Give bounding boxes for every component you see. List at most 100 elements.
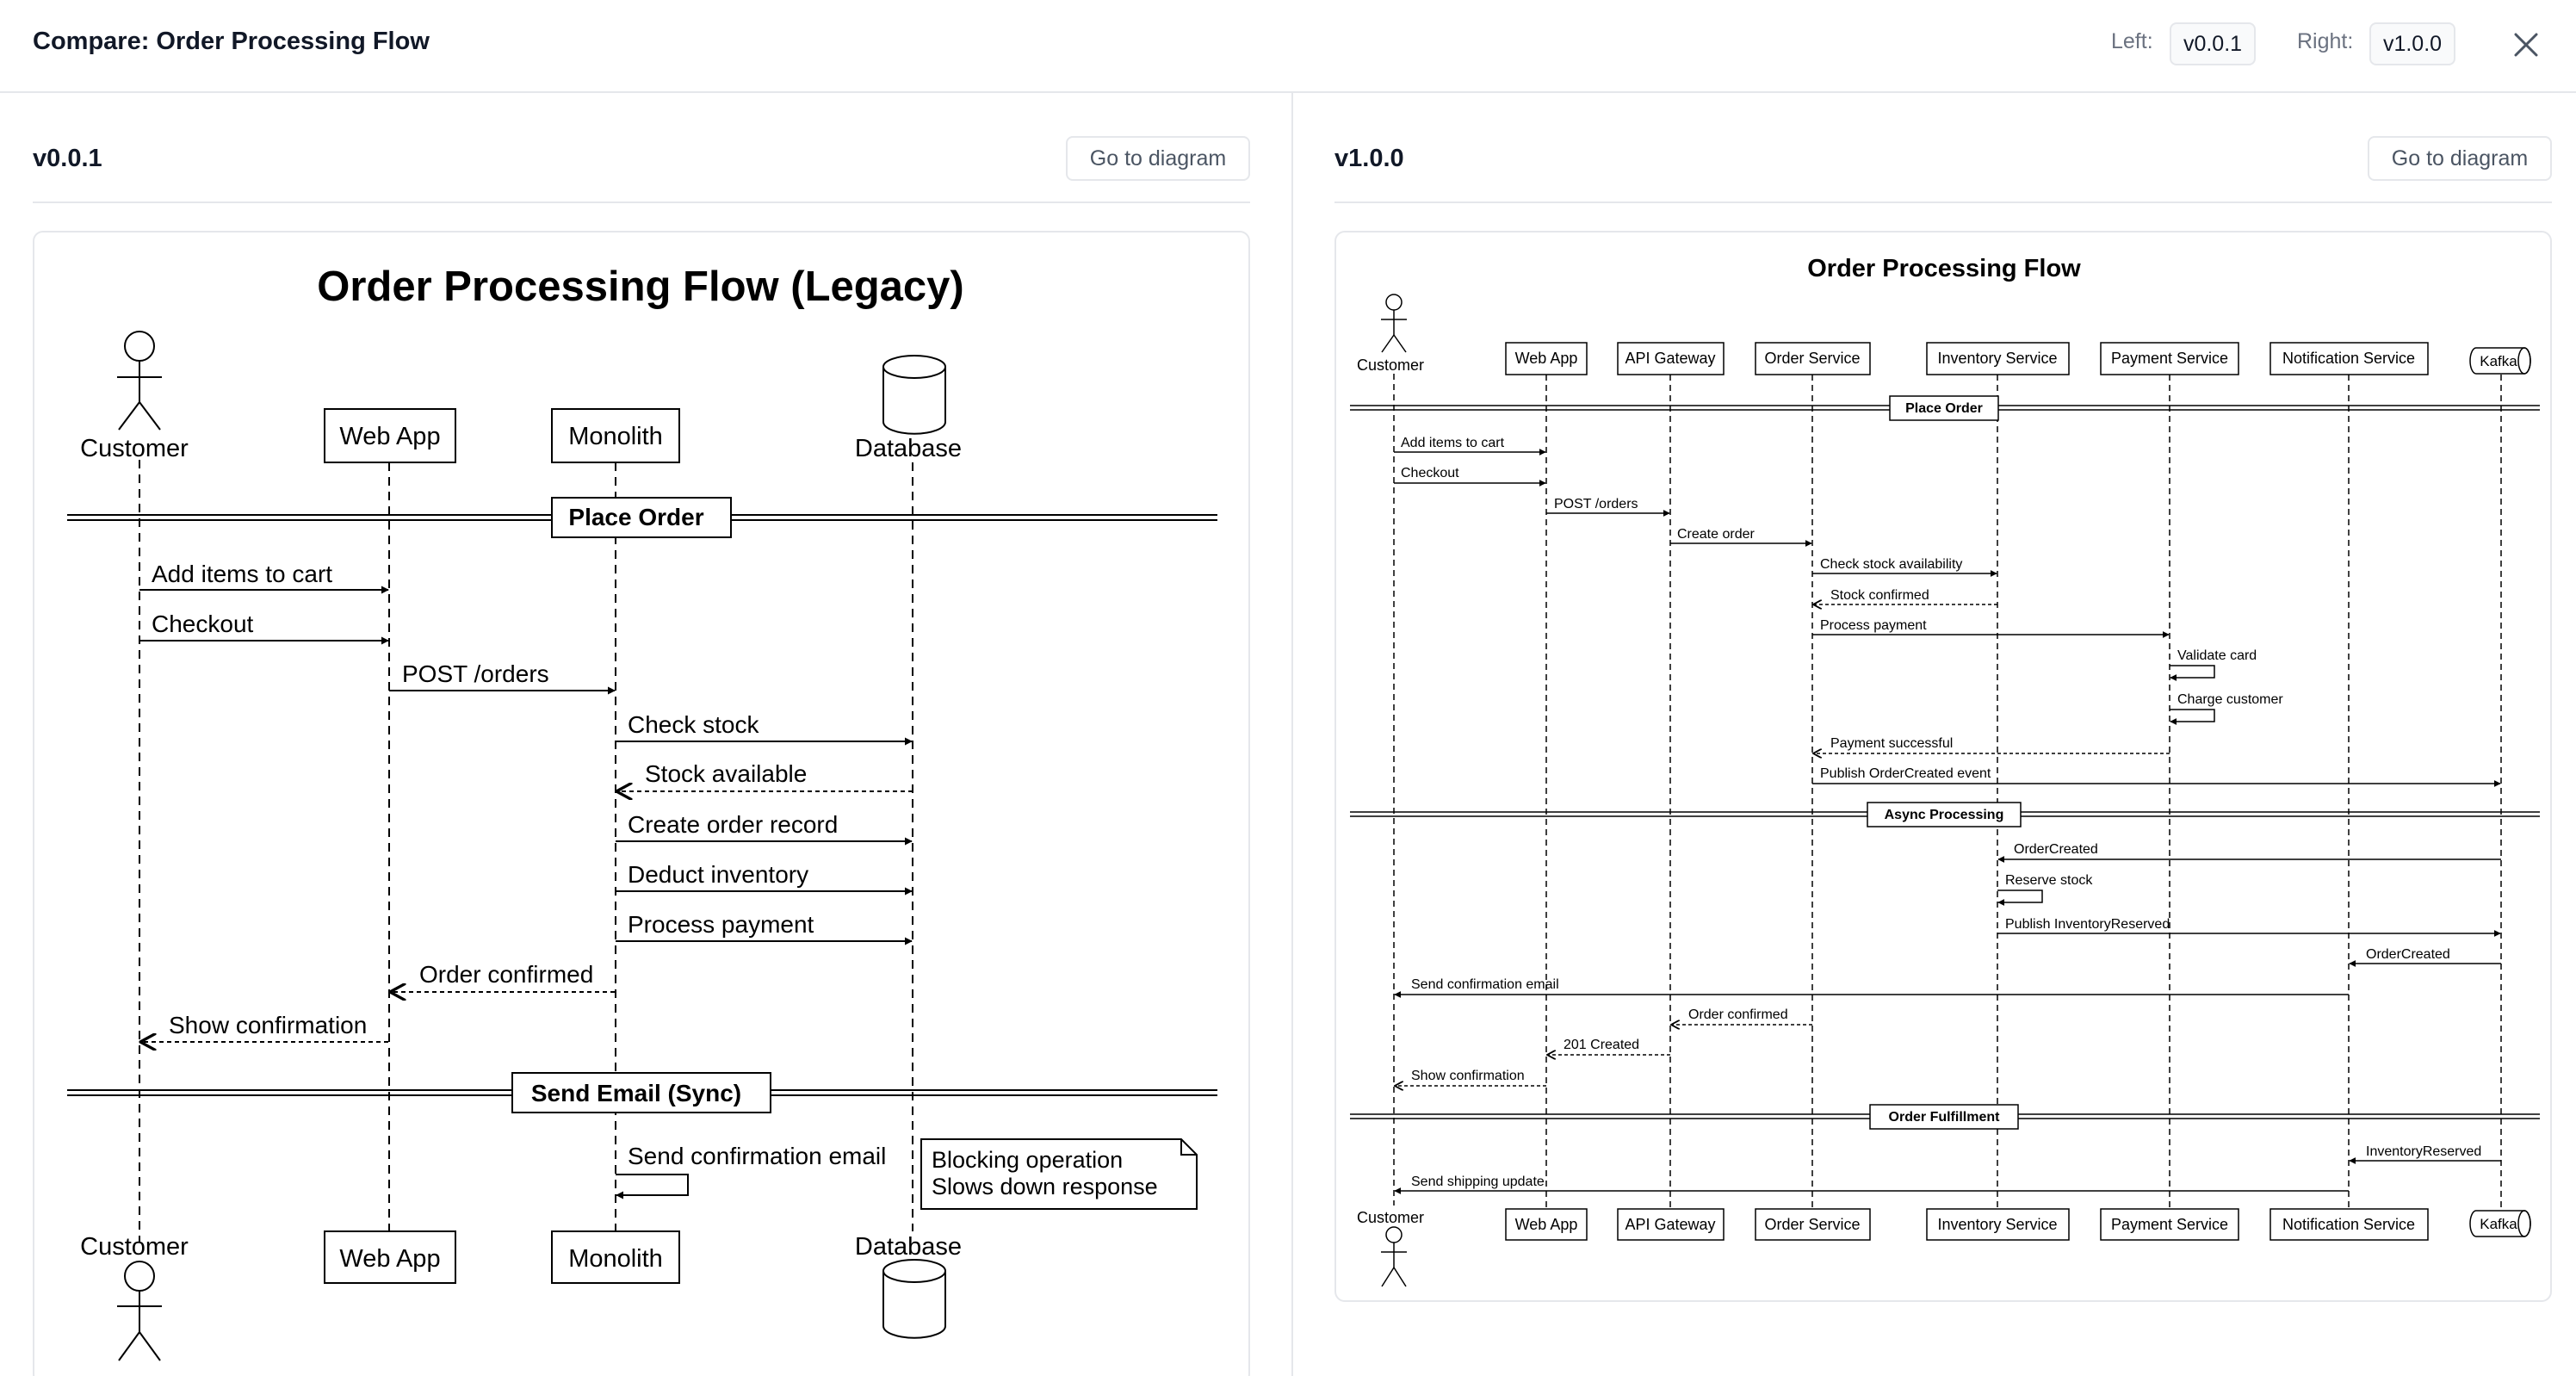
svg-text:Send confirmation email: Send confirmation email bbox=[628, 1143, 886, 1169]
message-add-items-to-cart: Add items to cart bbox=[139, 561, 389, 594]
participant-web-app-top: Web App bbox=[324, 408, 456, 463]
svg-text:Order Service: Order Service bbox=[1764, 1216, 1860, 1233]
svg-text:Customer: Customer bbox=[80, 1233, 189, 1261]
svg-text:Add items to cart: Add items to cart bbox=[1401, 436, 1505, 450]
left-panel-version: v0.0.1 bbox=[33, 145, 102, 172]
svg-text:201 Created: 201 Created bbox=[1564, 1038, 1639, 1052]
participant-web-app-bottom: Web App bbox=[1505, 1208, 1588, 1241]
svg-text:Inventory Service: Inventory Service bbox=[1937, 1216, 2057, 1233]
participant-web-app-bottom: Web App bbox=[324, 1230, 456, 1284]
message-checkout: Checkout bbox=[1394, 466, 1546, 487]
svg-text:Show confirmation: Show confirmation bbox=[169, 1012, 367, 1038]
right-version-select[interactable]: v1.0.0 bbox=[2369, 22, 2455, 65]
participant-web-app-top: Web App bbox=[1505, 342, 1588, 375]
svg-text:Process payment: Process payment bbox=[1820, 618, 1927, 633]
message-process-payment: Process payment bbox=[616, 911, 913, 945]
svg-text:Show confirmation: Show confirmation bbox=[1411, 1069, 1525, 1083]
participant-customer-bottom: Customer bbox=[80, 1233, 189, 1361]
svg-text:Blocking operation: Blocking operation bbox=[932, 1147, 1123, 1173]
message-send-confirmation-email: Send confirmation email bbox=[1394, 977, 2349, 998]
right-panel-version: v1.0.0 bbox=[1334, 145, 1404, 172]
close-button[interactable] bbox=[2507, 26, 2545, 64]
svg-text:Create order record: Create order record bbox=[628, 811, 838, 838]
svg-text:Process payment: Process payment bbox=[628, 911, 814, 938]
message-order-confirmed: Order confirmed bbox=[390, 961, 615, 992]
svg-text:Send confirmation email: Send confirmation email bbox=[1411, 977, 1559, 992]
participant-notification-service-top: Notification Service bbox=[2269, 342, 2429, 375]
right-diagram-card[interactable]: Order Processing Flow Customer Web App A… bbox=[1334, 231, 2552, 1302]
svg-text:OrderCreated: OrderCreated bbox=[2014, 842, 2098, 857]
svg-text:Web App: Web App bbox=[1515, 350, 1578, 367]
svg-text:Place Order: Place Order bbox=[1905, 401, 1983, 416]
participant-kafka-bottom: Kafka bbox=[2469, 1210, 2531, 1237]
svg-text:POST /orders: POST /orders bbox=[1554, 497, 1638, 511]
section-async-processing: Async Processing bbox=[1350, 802, 2540, 827]
participant-order-service-top: Order Service bbox=[1755, 342, 1871, 375]
svg-text:Add items to cart: Add items to cart bbox=[152, 561, 332, 587]
left-panel-header: v0.0.1 Go to diagram bbox=[33, 95, 1250, 203]
svg-text:Customer: Customer bbox=[80, 435, 189, 462]
message-publish-ordercreated-event: Publish OrderCreated event bbox=[1812, 766, 2501, 787]
svg-text:Kafka: Kafka bbox=[2480, 353, 2517, 369]
message-charge-customer: Charge customer bbox=[2170, 692, 2283, 725]
svg-text:Checkout: Checkout bbox=[152, 611, 254, 637]
left-version-select[interactable]: v0.0.1 bbox=[2170, 22, 2256, 65]
message-deduct-inventory: Deduct inventory bbox=[616, 861, 913, 896]
message-create-order-record: Create order record bbox=[616, 811, 913, 846]
svg-text:Monolith: Monolith bbox=[568, 1245, 663, 1273]
left-version-label: Left: bbox=[2111, 29, 2153, 53]
page-title: Compare: Order Processing Flow bbox=[33, 28, 430, 55]
participant-customer-bottom: Customer bbox=[1357, 1209, 1424, 1287]
participant-customer-top: Customer bbox=[1357, 294, 1424, 374]
svg-text:API Gateway: API Gateway bbox=[1625, 350, 1715, 367]
message-check-stock: Check stock bbox=[616, 711, 913, 746]
svg-text:Deduct inventory: Deduct inventory bbox=[628, 861, 808, 888]
svg-text:Check stock availability: Check stock availability bbox=[1820, 557, 1962, 572]
participant-customer-top: Customer bbox=[80, 331, 189, 462]
participant-database-bottom: Database bbox=[855, 1233, 962, 1339]
panel-divider bbox=[1291, 93, 1293, 1376]
message-check-stock-availability: Check stock availability bbox=[1812, 557, 1997, 577]
svg-text:Payment Service: Payment Service bbox=[2111, 1216, 2228, 1233]
message-post-orders: POST /orders bbox=[389, 660, 616, 695]
message-inventoryreserved: InventoryReserved bbox=[2349, 1144, 2501, 1164]
legacy-sequence-diagram: Order Processing Flow (Legacy) Customer … bbox=[67, 263, 1217, 1361]
message-post-orders: POST /orders bbox=[1546, 497, 1670, 517]
left-diagram-card[interactable]: Order Processing Flow (Legacy) Customer … bbox=[33, 231, 1250, 1376]
participant-payment-service-top: Payment Service bbox=[2100, 342, 2239, 375]
svg-text:Customer: Customer bbox=[1357, 356, 1424, 374]
svg-text:Order Fulfillment: Order Fulfillment bbox=[1889, 1110, 2001, 1125]
svg-text:Web App: Web App bbox=[339, 1245, 440, 1273]
message-stock-available: Stock available bbox=[616, 760, 913, 791]
svg-text:Check stock: Check stock bbox=[628, 711, 759, 738]
svg-text:POST /orders: POST /orders bbox=[402, 660, 549, 687]
right-go-to-diagram-button[interactable]: Go to diagram bbox=[2368, 136, 2552, 181]
compare-header: Compare: Order Processing Flow Left: v0.… bbox=[0, 0, 2576, 93]
svg-text:Database: Database bbox=[855, 1233, 962, 1261]
participant-monolith-top: Monolith bbox=[551, 408, 680, 463]
diagram-title: Order Processing Flow bbox=[1807, 255, 2081, 282]
svg-text:Monolith: Monolith bbox=[568, 423, 663, 450]
message-show-confirmation: Show confirmation bbox=[1395, 1069, 1546, 1086]
close-icon bbox=[2514, 33, 2538, 57]
note-blocking-operation: Blocking operation Slows down response bbox=[920, 1138, 1198, 1210]
svg-text:Order Service: Order Service bbox=[1764, 350, 1860, 367]
message-payment-successful: Payment successful bbox=[1813, 736, 2170, 753]
svg-text:Place Order: Place Order bbox=[568, 504, 703, 530]
diagram-title: Order Processing Flow (Legacy) bbox=[317, 263, 964, 310]
svg-text:Create order: Create order bbox=[1677, 527, 1755, 542]
message-add-items-to-cart: Add items to cart bbox=[1394, 436, 1546, 456]
svg-text:InventoryReserved: InventoryReserved bbox=[2366, 1144, 2481, 1159]
message-create-order: Create order bbox=[1670, 527, 1812, 547]
participant-database-top: Database bbox=[855, 355, 962, 462]
participant-order-service-bottom: Order Service bbox=[1755, 1208, 1871, 1241]
message-checkout: Checkout bbox=[139, 611, 389, 645]
section-place-order: Place Order bbox=[1350, 395, 2540, 421]
participant-kafka-top: Kafka bbox=[2469, 347, 2531, 375]
left-go-to-diagram-button[interactable]: Go to diagram bbox=[1066, 136, 1250, 181]
svg-text:Slows down response: Slows down response bbox=[932, 1174, 1158, 1199]
svg-text:Order confirmed: Order confirmed bbox=[419, 961, 593, 988]
sequence-diagram: Order Processing Flow Customer Web App A… bbox=[1350, 255, 2540, 1287]
message-show-confirmation: Show confirmation bbox=[140, 1012, 388, 1042]
svg-text:Reserve stock: Reserve stock bbox=[2005, 873, 2093, 888]
